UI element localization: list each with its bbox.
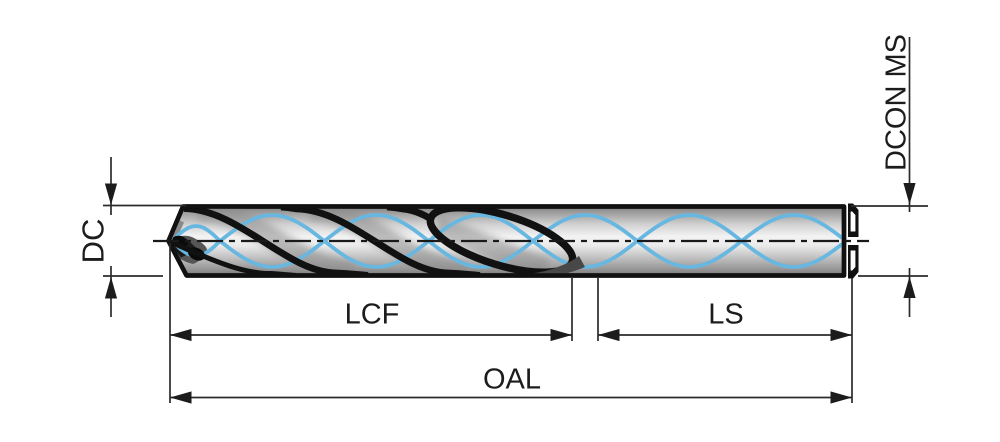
svg-text:LS: LS [708, 299, 743, 331]
svg-text:DCON MS: DCON MS [881, 34, 913, 171]
svg-text:LCF: LCF [345, 299, 400, 331]
svg-text:DC: DC [76, 219, 111, 264]
svg-text:OAL: OAL [483, 364, 541, 396]
